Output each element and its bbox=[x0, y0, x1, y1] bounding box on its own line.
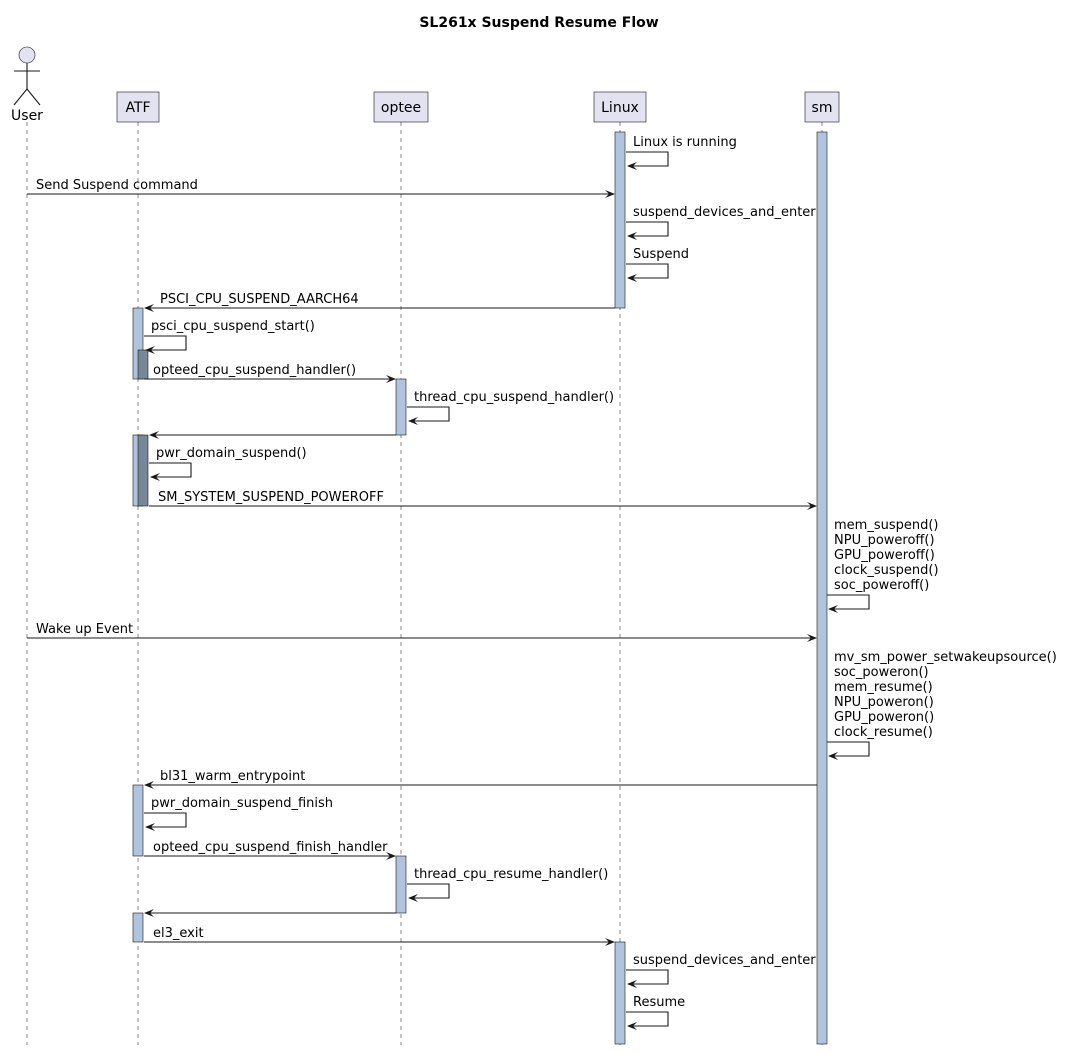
message-9: pwr_domain_suspend() bbox=[149, 446, 307, 481]
message-21: Resume bbox=[626, 995, 685, 1030]
message-6: opteed_cpu_suspend_handler() bbox=[144, 363, 396, 383]
activation-bars bbox=[132, 131, 828, 1045]
message-label: opteed_cpu_suspend_finish_handler bbox=[153, 840, 388, 855]
activation-atf-6 bbox=[137, 434, 149, 507]
message-13: mv_sm_power_setwakeupsource()soc_poweron… bbox=[827, 650, 1057, 760]
participant-sm: sm bbox=[804, 91, 840, 123]
message-label: mem_resume() bbox=[834, 680, 933, 695]
activation-atf-3 bbox=[137, 349, 149, 380]
message-label: clock_resume() bbox=[834, 725, 933, 740]
message-label: soc_poweroff() bbox=[834, 578, 929, 593]
message-label: psci_cpu_suspend_start() bbox=[151, 319, 315, 334]
message-2: suspend_devices_and_enter bbox=[626, 205, 816, 240]
participant-box-optee bbox=[373, 91, 429, 123]
message-14: bl31_warm_entrypoint bbox=[144, 769, 817, 789]
message-7: thread_cpu_suspend_handler() bbox=[407, 390, 614, 425]
self-arrow-20 bbox=[626, 969, 669, 985]
message-3: Suspend bbox=[626, 247, 689, 282]
self-arrow-11 bbox=[827, 594, 870, 610]
message-label: Resume bbox=[633, 995, 685, 1010]
participant-box-sm bbox=[804, 91, 840, 123]
message-label: PSCI_CPU_SUSPEND_AARCH64 bbox=[160, 292, 359, 307]
message-8 bbox=[149, 431, 396, 439]
message-label: pwr_domain_suspend_finish bbox=[151, 796, 333, 811]
message-label: pwr_domain_suspend() bbox=[156, 446, 307, 461]
participant-label-user: User bbox=[11, 108, 43, 124]
self-arrow-13 bbox=[827, 741, 870, 757]
message-label: Send Suspend command bbox=[36, 178, 198, 193]
self-arrow-21 bbox=[626, 1011, 669, 1027]
lifelines bbox=[26, 122, 823, 1045]
message-label: NPU_poweroff() bbox=[834, 533, 935, 548]
activation-atf-9 bbox=[132, 912, 144, 943]
participant-atf: ATF bbox=[116, 91, 160, 123]
self-arrow-0 bbox=[626, 151, 669, 167]
participants: User ATF optee Linux sm bbox=[11, 46, 840, 124]
message-label: suspend_devices_and_enter bbox=[633, 953, 816, 968]
message-label: thread_cpu_suspend_handler() bbox=[414, 390, 614, 405]
message-20: suspend_devices_and_enter bbox=[626, 953, 816, 988]
self-arrow-2 bbox=[626, 221, 669, 237]
message-label: Wake up Event bbox=[36, 622, 133, 637]
message-label: soc_poweron() bbox=[834, 665, 929, 680]
participant-label-atf: ATF bbox=[125, 100, 150, 116]
message-label: mv_sm_power_setwakeupsource() bbox=[834, 650, 1057, 665]
message-label: suspend_devices_and_enter bbox=[633, 205, 816, 220]
message-label: thread_cpu_resume_handler() bbox=[414, 867, 608, 882]
actor-user: User bbox=[11, 46, 43, 124]
message-17: thread_cpu_resume_handler() bbox=[407, 867, 608, 902]
participant-optee: optee bbox=[373, 91, 429, 123]
participant-box-linux bbox=[593, 91, 647, 123]
activation-optee-8 bbox=[395, 855, 407, 914]
message-5: psci_cpu_suspend_start() bbox=[144, 319, 315, 354]
message-15: pwr_domain_suspend_finish bbox=[144, 796, 333, 831]
message-label: Suspend bbox=[633, 247, 689, 262]
activation-linux-0 bbox=[614, 131, 626, 309]
message-1: Send Suspend command bbox=[27, 178, 615, 198]
self-arrow-17 bbox=[407, 883, 450, 899]
message-11: mem_suspend()NPU_poweroff()GPU_poweroff(… bbox=[827, 518, 939, 613]
message-label: opteed_cpu_suspend_handler() bbox=[153, 363, 356, 378]
message-label: bl31_warm_entrypoint bbox=[160, 769, 305, 784]
participant-label-sm: sm bbox=[812, 100, 833, 116]
self-arrow-9 bbox=[149, 462, 192, 478]
message-16: opteed_cpu_suspend_finish_handler bbox=[144, 840, 396, 860]
activation-atf-7 bbox=[132, 784, 144, 857]
activation-linux-10 bbox=[614, 941, 626, 1045]
participant-box-atf bbox=[116, 91, 160, 123]
self-arrow-3 bbox=[626, 263, 669, 279]
message-label: NPU_poweron() bbox=[834, 695, 934, 710]
message-label: clock_suspend() bbox=[834, 563, 939, 578]
message-label: GPU_poweron() bbox=[834, 710, 934, 725]
message-label: el3_exit bbox=[153, 926, 204, 941]
self-arrow-7 bbox=[407, 406, 450, 422]
message-19: el3_exit bbox=[144, 926, 615, 946]
message-10: SM_SYSTEM_SUSPEND_POWEROFF bbox=[149, 490, 817, 510]
activation-sm-1 bbox=[816, 131, 828, 1045]
message-0: Linux is running bbox=[626, 135, 737, 170]
self-arrow-5 bbox=[144, 335, 187, 351]
message-label: mem_suspend() bbox=[834, 518, 939, 533]
message-18 bbox=[144, 909, 396, 917]
activation-optee-4 bbox=[395, 378, 407, 436]
participant-label-linux: Linux bbox=[601, 100, 639, 116]
message-label: SM_SYSTEM_SUSPEND_POWEROFF bbox=[158, 490, 384, 505]
self-arrow-15 bbox=[144, 812, 187, 828]
message-4: PSCI_CPU_SUSPEND_AARCH64 bbox=[144, 292, 615, 312]
message-label: Linux is running bbox=[633, 135, 737, 150]
participant-label-optee: optee bbox=[381, 100, 421, 116]
message-label: GPU_poweroff() bbox=[834, 548, 935, 563]
participant-linux: Linux bbox=[593, 91, 647, 123]
message-12: Wake up Event bbox=[27, 622, 817, 642]
diagram-title: SL261x Suspend Resume Flow bbox=[419, 15, 658, 31]
